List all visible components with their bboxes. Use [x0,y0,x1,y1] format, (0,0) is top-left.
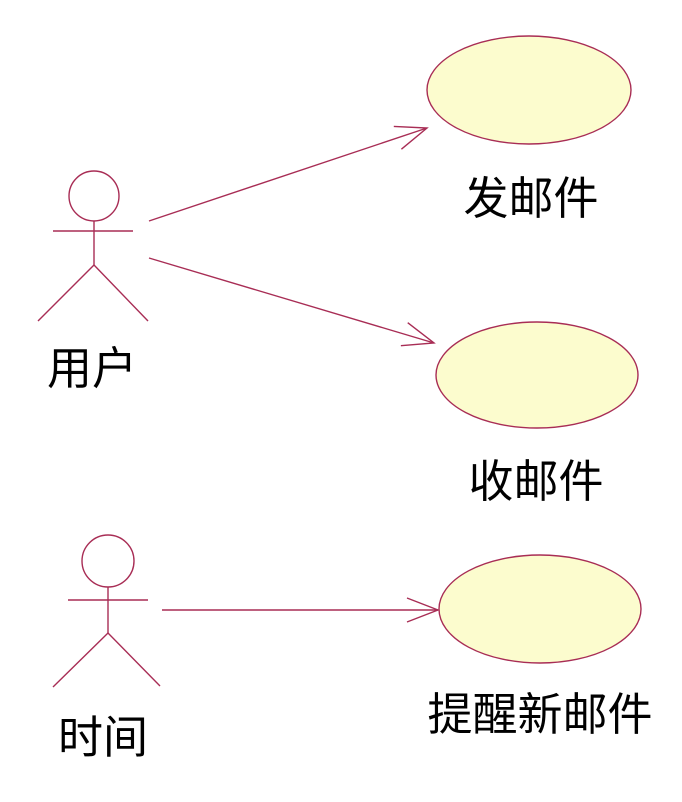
usecase-receive-mail-ellipse [435,321,639,429]
actor-time-label: 时间 [57,711,149,764]
association-user-receive-arrow [148,257,436,347]
association-user-send-arrow [148,125,429,222]
actor-user-icon [37,170,149,322]
usecase-notify-new-mail-label: 提醒新邮件 [427,688,653,741]
usecase-send-mail-label: 发邮件 [463,172,599,225]
actor-user-label: 用户 [46,342,138,395]
usecase-notify-new-mail-ellipse [438,554,642,664]
actor-time-icon [52,534,161,688]
usecase-receive-mail-label: 收邮件 [468,455,604,508]
usecase-send-mail-ellipse [426,35,632,145]
